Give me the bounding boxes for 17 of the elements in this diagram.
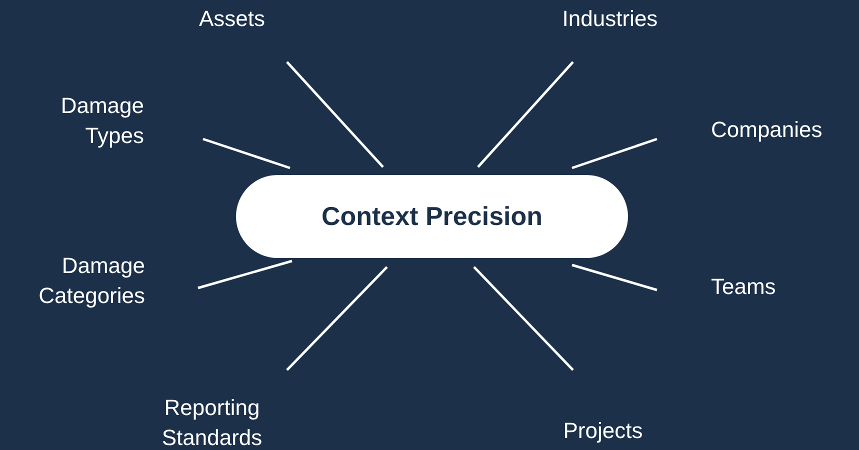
connector-line xyxy=(473,266,574,371)
topic-label: Projects xyxy=(533,416,673,446)
topic-label: Reporting Standards xyxy=(132,393,292,450)
topic-label: Assets xyxy=(172,4,292,34)
connector-line xyxy=(286,61,384,168)
central-topic: Context Precision xyxy=(321,200,543,233)
topic-label: Damage Types xyxy=(20,91,144,151)
connector-line xyxy=(198,260,292,290)
connector-line xyxy=(572,264,658,292)
topic-label: Damage Categories xyxy=(4,251,200,311)
connector-line xyxy=(477,61,574,168)
topic-label: Teams xyxy=(711,272,831,302)
topic-label: Companies xyxy=(711,115,851,145)
connector-line xyxy=(202,138,290,170)
topic-label: Industries xyxy=(530,4,690,34)
connector-line xyxy=(572,138,658,170)
connector-line xyxy=(286,266,388,371)
